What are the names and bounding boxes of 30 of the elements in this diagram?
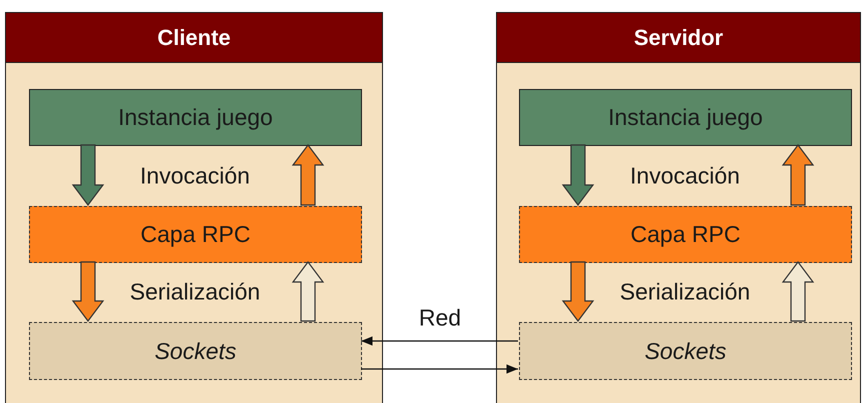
box-label: Capa RPC — [630, 221, 740, 248]
panel-header: Cliente — [6, 13, 382, 63]
block-arrow — [292, 261, 324, 322]
block-arrow — [782, 261, 814, 322]
block-arrow — [562, 144, 594, 206]
layer-box — [29, 206, 362, 263]
layer-box — [519, 206, 852, 263]
step-label: Invocación — [140, 162, 250, 190]
block-arrow — [72, 144, 104, 206]
step-label: Serialización — [620, 278, 750, 306]
arrow — [361, 364, 518, 374]
layer-box — [519, 322, 852, 380]
box-label: Sockets — [644, 338, 726, 364]
step-label: Invocación — [630, 162, 740, 190]
arrow — [361, 336, 518, 346]
block-arrow — [72, 261, 104, 322]
step-label: Serialización — [130, 278, 260, 306]
process-box — [519, 89, 852, 146]
block-arrow — [292, 144, 324, 206]
panel-header: Servidor — [497, 13, 860, 63]
layer-box — [29, 322, 362, 380]
panel — [5, 12, 383, 403]
process-box — [29, 89, 362, 146]
box-label: Instancia juego — [608, 104, 763, 131]
block-arrow — [782, 144, 814, 206]
block-arrow — [562, 261, 594, 322]
box-label: Capa RPC — [140, 221, 250, 248]
panel — [496, 12, 861, 403]
box-label: Instancia juego — [118, 104, 273, 131]
box-label: Sockets — [154, 338, 236, 364]
